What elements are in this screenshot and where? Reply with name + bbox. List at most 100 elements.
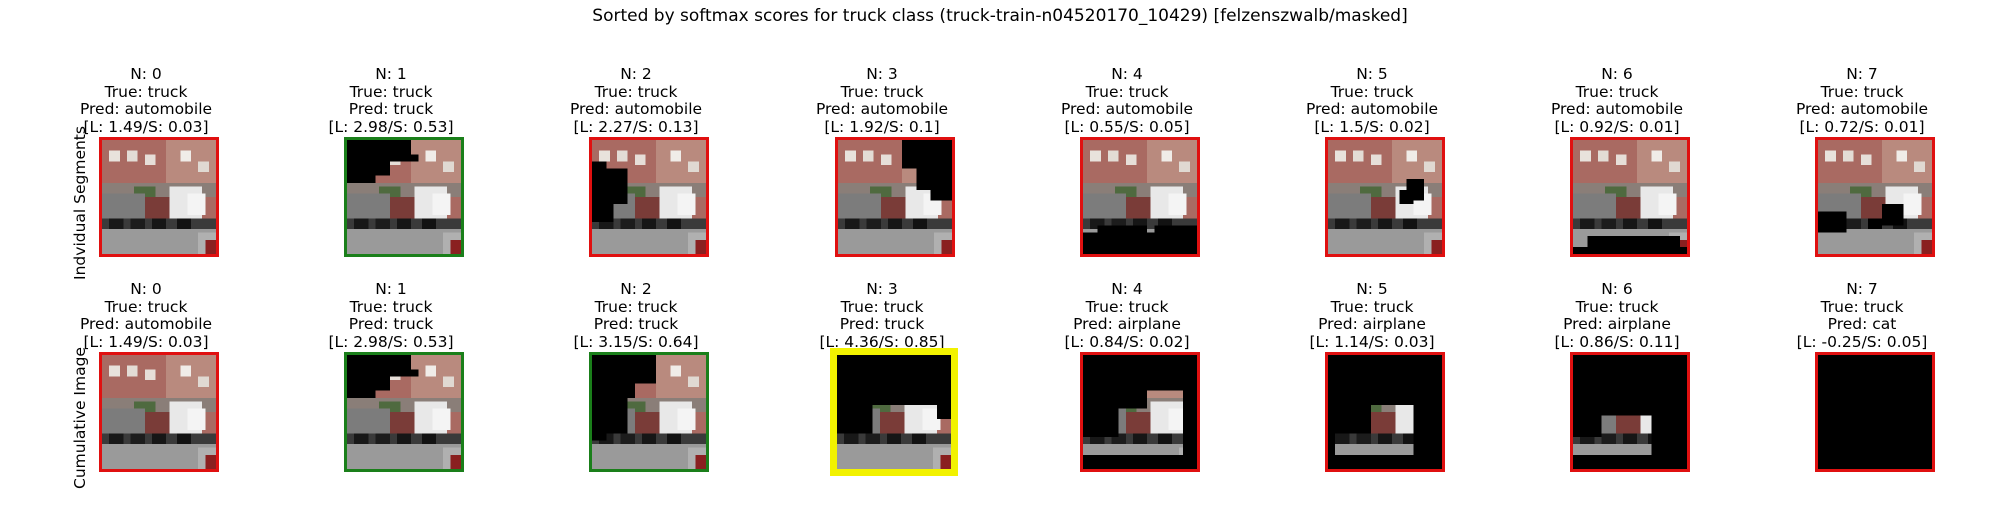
panel-scores-label: [L: -0.25/S: 0.05] [1796,332,1928,351]
masked-image [1570,352,1690,472]
panel-pred-label: Pred: truck [593,315,679,333]
masked-image [1815,352,1935,472]
panel-scores-label: [L: 2.98/S: 0.53] [328,332,454,351]
truck-photo-thumbnail [1818,140,1932,254]
truck-photo-thumbnail [347,355,461,469]
panel-n-label: N: 7 [1846,65,1878,83]
panel-pred-label: Pred: truck [348,100,434,118]
panel-true-label-label: True: truck [349,297,433,316]
panel-n-label: N: 2 [620,280,652,298]
panel-pred-label: Pred: automobile [79,100,213,118]
panel-n-label: N: 0 [130,280,162,298]
masked-image [1325,137,1445,257]
panel-true-label-label: True: truck [1575,82,1659,101]
truck-photo-thumbnail [102,140,216,254]
panel-n-label: N: 4 [1111,280,1143,298]
truck-photo-thumbnail [837,355,951,469]
truck-photo-thumbnail [592,355,706,469]
panel-n-label: N: 5 [1356,280,1388,298]
panel-pred-label: Pred: truck [348,315,434,333]
panel-scores-label: [L: 1.14/S: 0.03] [1309,332,1435,351]
panel-scores-label: [L: 2.98/S: 0.53] [328,117,454,136]
panel-pred-label: Pred: automobile [1795,100,1929,118]
panel-pred-label: Pred: automobile [79,315,213,333]
panel-true-label-label: True: truck [1330,297,1414,316]
panel-n-label: N: 2 [620,65,652,83]
masked-image [344,352,464,472]
panel-scores-label: [L: 3.15/S: 0.64] [573,332,699,351]
panel-scores-label: [L: 0.86/S: 0.11] [1554,332,1680,351]
masked-image [1080,137,1200,257]
panel-pred-label: Pred: automobile [1060,100,1194,118]
masked-image [835,137,955,257]
truck-photo-thumbnail [838,140,952,254]
panel-true-label-label: True: truck [104,297,188,316]
masked-image [830,348,958,476]
truck-photo-thumbnail [347,140,461,254]
truck-photo-thumbnail [1573,355,1687,469]
panel-scores-label: [L: 1.49/S: 0.03] [83,117,209,136]
panel-n-label: N: 1 [375,280,407,298]
panel-true-label-label: True: truck [840,297,924,316]
panel-true-label-label: True: truck [104,82,188,101]
panel-pred-label: Pred: automobile [1550,100,1684,118]
truck-photo-thumbnail [1818,355,1932,469]
panel-scores-label: [L: 2.27/S: 0.13] [573,117,699,136]
panel-pred-label: Pred: truck [839,315,925,333]
panel-pred-label: Pred: airplane [1318,315,1426,333]
truck-photo-thumbnail [592,140,706,254]
panel-n-label: N: 5 [1356,65,1388,83]
panel-scores-label: [L: 4.36/S: 0.85] [819,332,945,351]
truck-photo-thumbnail [1573,140,1687,254]
panel-pred-label: Pred: automobile [1305,100,1439,118]
panel-pred-label: Pred: cat [1827,315,1897,333]
panel-pred-label: Pred: automobile [815,100,949,118]
panel-true-label-label: True: truck [1330,82,1414,101]
panel-scores-label: [L: 0.84/S: 0.02] [1064,332,1190,351]
masked-image [344,137,464,257]
panel-n-label: N: 0 [130,65,162,83]
panel-true-label-label: True: truck [1820,82,1904,101]
panel-true-label-label: True: truck [1820,297,1904,316]
panel-scores-label: [L: 1.49/S: 0.03] [83,332,209,351]
truck-photo-thumbnail [1328,140,1442,254]
panel-scores-label: [L: 0.72/S: 0.01] [1799,117,1925,136]
panel-scores-label: [L: 0.55/S: 0.05] [1064,117,1190,136]
panel-true-label-label: True: truck [594,82,678,101]
masked-image [1570,137,1690,257]
panel-n-label: N: 6 [1601,65,1633,83]
panel-true-label-label: True: truck [840,82,924,101]
panel-n-label: N: 3 [866,65,898,83]
panel-pred-label: Pred: airplane [1073,315,1181,333]
truck-photo-thumbnail [1083,355,1197,469]
panel-n-label: N: 1 [375,65,407,83]
panel-true-label-label: True: truck [1085,297,1169,316]
masked-image [99,137,219,257]
panel-scores-label: [L: 1.92/S: 0.1] [824,117,940,136]
masked-image [589,352,709,472]
masked-image [1080,352,1200,472]
masked-image [589,137,709,257]
truck-photo-thumbnail [1328,355,1442,469]
figure-title: Sorted by softmax scores for truck class… [592,6,1408,26]
truck-photo-thumbnail [1083,140,1197,254]
panel-true-label-label: True: truck [349,82,433,101]
panel-true-label-label: True: truck [1575,297,1659,316]
panel-n-label: N: 6 [1601,280,1633,298]
panel-true-label-label: True: truck [594,297,678,316]
